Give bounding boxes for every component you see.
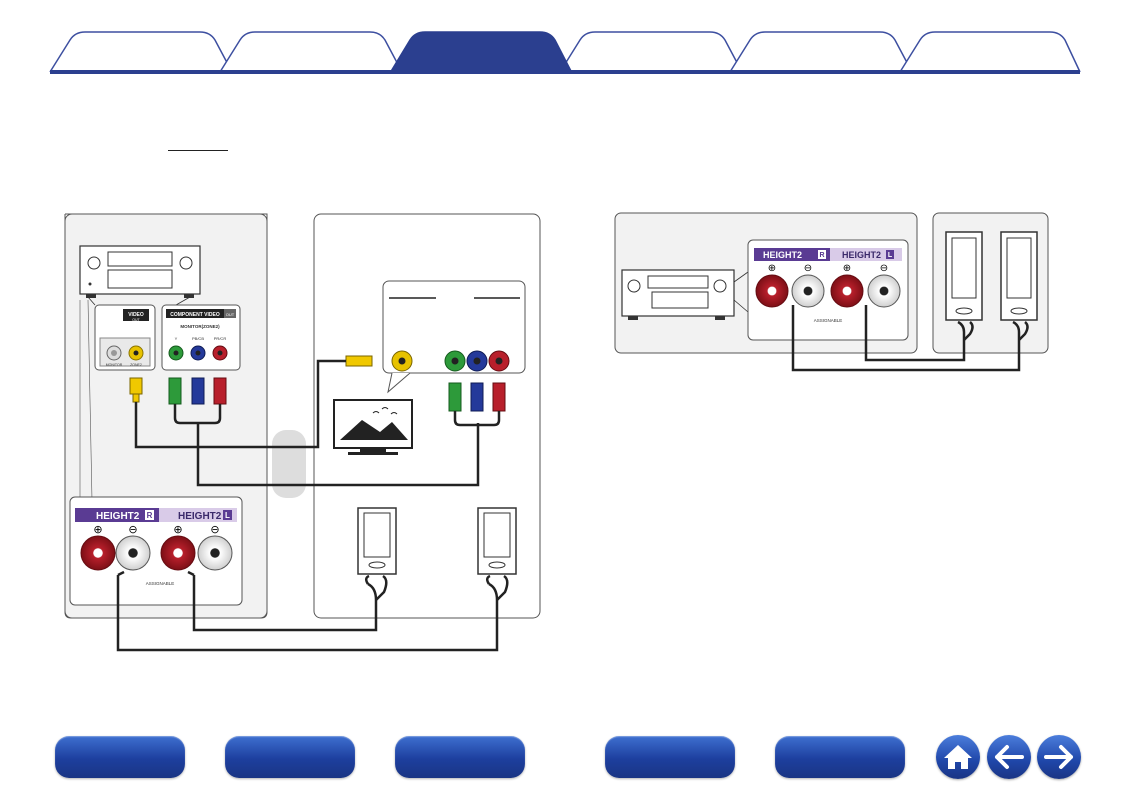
- back-button[interactable]: [987, 735, 1031, 779]
- tv-input-callout: [382, 280, 526, 394]
- component-video-panel: COMPONENT VIDEO OUT MONITOR(ZONE2) Y PB/…: [161, 304, 241, 371]
- video-out-panel: VIDEO OUT MONITOR ZONE2: [94, 304, 156, 371]
- cables-left: [116, 359, 509, 652]
- terminal-r-assign-text: ASSIGNABLE: [814, 318, 843, 323]
- home-icon: [944, 745, 972, 769]
- video-jack-zone2-label: ZONE2: [130, 363, 142, 367]
- svg-text:⊕: ⊕: [173, 524, 182, 536]
- red-plug-tv: [492, 382, 506, 412]
- component-pb-label: PB/CB: [192, 336, 204, 341]
- terminal-r-height2-l-text: HEIGHT2: [842, 250, 881, 260]
- svg-text:⊕: ⊕: [768, 263, 776, 274]
- tv-icon: [333, 399, 413, 455]
- arrow-left-icon: [995, 745, 1024, 769]
- nav-button-5[interactable]: [775, 736, 905, 778]
- av-receiver-front: [79, 245, 201, 298]
- home-button[interactable]: [936, 735, 980, 779]
- terminal-r-badge: R: [147, 511, 153, 520]
- speaker-panel-right: [932, 212, 1049, 354]
- green-plug-tv: [448, 382, 462, 412]
- tab-bar: [0, 0, 1135, 80]
- av-receiver-front-right: [621, 269, 735, 320]
- cables-right: [791, 305, 1029, 372]
- video-jack-monitor-label: MONITOR: [106, 363, 123, 367]
- speaker-left-room-2: [477, 507, 517, 575]
- tab-shape-1: [49, 31, 233, 73]
- component-badge-text: OUT: [226, 312, 235, 317]
- video-title-text: VIDEO: [128, 312, 144, 318]
- svg-text:⊕: ⊕: [93, 524, 102, 536]
- tab-shape-3-active: [388, 31, 574, 74]
- cable-passthrough: [272, 430, 306, 498]
- speaker-terminal-left: HEIGHT2 R HEIGHT2 L ⊕ ⊖ ⊕ ⊖ ASSIGNABLE: [69, 496, 243, 606]
- svg-text:⊖: ⊖: [210, 524, 219, 536]
- forward-button[interactable]: [1037, 735, 1081, 779]
- svg-text:⊖: ⊖: [880, 263, 888, 274]
- terminal-height2-r-text: HEIGHT2: [96, 511, 140, 522]
- speaker-left-room-1: [357, 507, 397, 575]
- arrow-right-icon: [1044, 745, 1073, 769]
- video-subtitle-text: OUT: [132, 318, 140, 322]
- speaker-terminal-right: HEIGHT2 R HEIGHT2 L ⊕ ⊖ ⊕ ⊖ ASSIGNABLE: [747, 239, 909, 341]
- component-pr-label: PR/CR: [214, 336, 227, 341]
- tab-bar-graphic: [49, 31, 1081, 74]
- bottom-nav: [0, 733, 1135, 783]
- heading-underline: [168, 150, 228, 151]
- tab-shape-4: [559, 31, 743, 73]
- svg-text:⊕: ⊕: [843, 263, 851, 274]
- component-y-label: Y: [175, 336, 178, 341]
- terminal-r-r-badge: R: [819, 252, 824, 259]
- nav-button-4[interactable]: [605, 736, 735, 778]
- terminal-assign-text: ASSIGNABLE: [146, 581, 175, 586]
- tab-shape-6: [899, 31, 1081, 73]
- tab-shape-5: [729, 31, 913, 73]
- nav-button-1[interactable]: [55, 736, 185, 778]
- nav-button-3[interactable]: [395, 736, 525, 778]
- terminal-r-l-badge: L: [888, 252, 893, 259]
- component-subtitle-text: MONITOR(ZONE2): [180, 324, 220, 329]
- nav-button-2[interactable]: [225, 736, 355, 778]
- yellow-plug-tv: [345, 355, 373, 367]
- terminal-l-badge: L: [225, 511, 230, 520]
- svg-text:⊖: ⊖: [128, 524, 137, 536]
- terminal-height2-l-text: HEIGHT2: [178, 511, 222, 522]
- blue-plug-tv: [470, 382, 484, 412]
- svg-text:⊖: ⊖: [804, 263, 812, 274]
- tab-shape-2: [219, 31, 403, 73]
- component-title-text: COMPONENT VIDEO: [170, 312, 220, 318]
- terminal-r-height2-r-text: HEIGHT2: [763, 250, 802, 260]
